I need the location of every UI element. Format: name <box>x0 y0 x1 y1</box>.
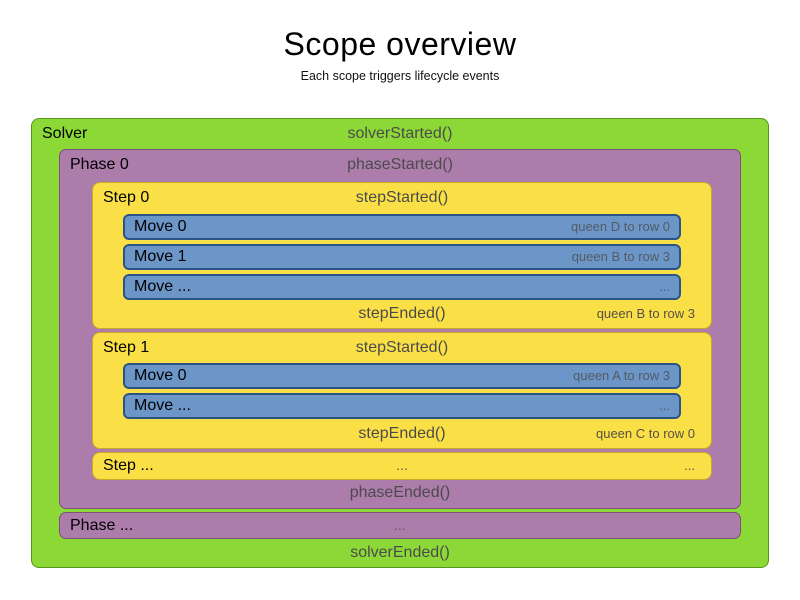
step-1-header: Step 1 stepStarted() <box>93 333 711 363</box>
step-1-ended-event: stepEnded() <box>358 425 446 442</box>
step-0-scope-box: Step 0 stepStarted() Move 0 queen D to r… <box>92 182 712 329</box>
move-label: Move ... <box>134 397 191 414</box>
move-label: Move ... <box>134 278 191 295</box>
step-0-move-list: Move 0 queen D to row 0 Move 1 queen B t… <box>123 214 681 304</box>
step-1-scope-box: Step 1 stepStarted() Move 0 queen A to r… <box>92 332 712 449</box>
phase-more-bar: Phase ... ... <box>59 512 741 539</box>
move-label: Move 1 <box>134 248 187 265</box>
move-annotation: queen A to row 3 <box>573 368 670 383</box>
step-more-center-ellipsis: ... <box>396 457 408 473</box>
step-more-bar: Step ... ... ... <box>92 452 712 480</box>
diagram-subtitle: Each scope triggers lifecycle events <box>300 69 500 83</box>
move-row: Move ... ... <box>123 274 681 300</box>
move-label: Move 0 <box>134 218 187 235</box>
solver-ended-event: solverEnded() <box>350 544 450 561</box>
step-1-label: Step 1 <box>103 339 150 356</box>
step-1-footer: stepEnded() queen C to row 0 <box>93 423 711 445</box>
step-0-footer: stepEnded() queen B to row 3 <box>93 303 711 325</box>
step-1-ended-annotation: queen C to row 0 <box>595 426 695 441</box>
solver-header: Solver solverStarted() <box>32 119 768 149</box>
move-label: Move 0 <box>134 367 187 384</box>
move-row: Move 1 queen B to row 3 <box>123 244 681 270</box>
phase-more-center-ellipsis: ... <box>394 517 406 533</box>
move-annotation: ... <box>659 279 670 294</box>
step-0-ended-annotation: queen B to row 3 <box>596 306 695 321</box>
move-row: Move 0 queen D to row 0 <box>123 214 681 240</box>
step-0-label: Step 0 <box>103 189 150 206</box>
phase-more-label: Phase ... <box>70 517 134 534</box>
move-annotation: queen B to row 3 <box>571 249 670 264</box>
step-0-header: Step 0 stepStarted() <box>93 183 711 213</box>
diagram-title: Scope overview <box>283 26 517 62</box>
step-1-started-event: stepStarted() <box>355 339 449 356</box>
move-annotation: queen D to row 0 <box>570 219 670 234</box>
step-more-right-ellipsis: ... <box>684 458 695 473</box>
solver-started-event: solverStarted() <box>347 125 453 142</box>
solver-label: Solver <box>42 125 88 142</box>
phase-0-label: Phase 0 <box>70 156 129 173</box>
step-0-ended-event: stepEnded() <box>358 305 446 322</box>
phase-0-header: Phase 0 phaseStarted() <box>60 150 740 180</box>
move-row: Move ... ... <box>123 393 681 419</box>
move-row: Move 0 queen A to row 3 <box>123 363 681 389</box>
step-0-started-event: stepStarted() <box>355 189 449 206</box>
phase-0-started-event: phaseStarted() <box>347 156 453 173</box>
step-more-label: Step ... <box>103 457 154 474</box>
phase-0-scope-box: Phase 0 phaseStarted() Step 0 stepStarte… <box>59 149 741 509</box>
step-1-move-list: Move 0 queen A to row 3 Move ... ... <box>123 363 681 423</box>
phase-0-ended-event: phaseEnded() <box>349 484 451 501</box>
solver-scope-box: Solver solverStarted() Phase 0 phaseStar… <box>31 118 769 568</box>
move-annotation: ... <box>659 398 670 413</box>
